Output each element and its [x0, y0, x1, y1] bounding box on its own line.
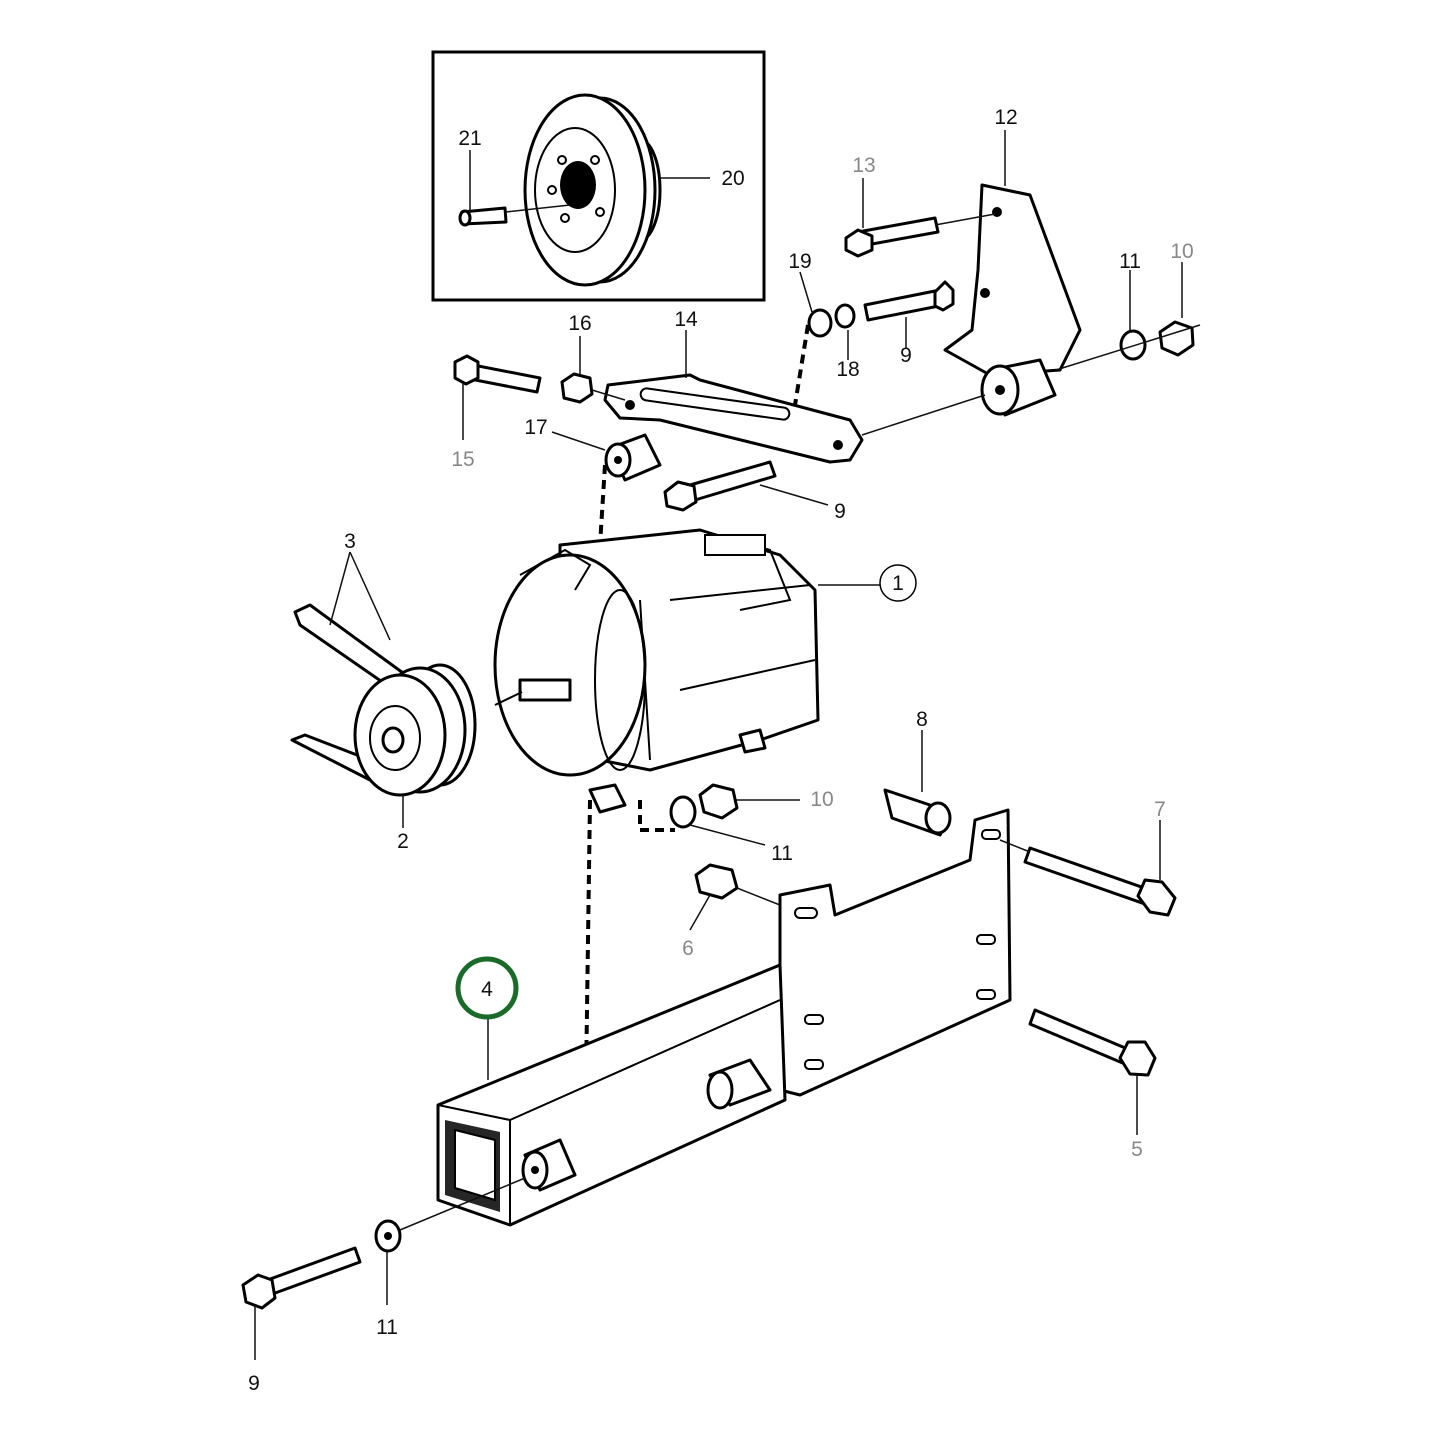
bolt-9-upper-drawing: 9 [863, 280, 955, 367]
bolt-9-lower-drawing: 9 [241, 1246, 362, 1395]
label-5: 5 [1131, 1138, 1143, 1161]
spacer-bracket-drawing [980, 358, 1057, 417]
label-2: 2 [397, 830, 409, 853]
washer-nut-middle-drawing: 10 11 [669, 783, 834, 865]
label-1-circle [879, 564, 917, 602]
bolt-7-drawing: 7 [999, 798, 1177, 917]
label-19: 19 [788, 250, 811, 273]
label-11-upper: 11 [1119, 250, 1141, 273]
label-14: 14 [674, 308, 698, 331]
label-11-lower: 11 [376, 1316, 398, 1339]
label-20: 20 [721, 167, 744, 190]
label-10-upper: 10 [1170, 240, 1193, 263]
mounting-plate-drawing [778, 808, 1012, 1097]
alternator-1-drawing: 1 [493, 528, 917, 814]
washer-11-lower-drawing: 11 [374, 1177, 526, 1339]
label-21: 21 [458, 127, 481, 150]
label-4: 4 [481, 978, 493, 1001]
label-17: 17 [524, 416, 547, 439]
bolt-9-middle-drawing: 9 [663, 460, 846, 523]
bolt-13-drawing: 13 [844, 154, 996, 258]
screw-21-drawing [458, 204, 571, 227]
spacer-17-drawing: 17 [524, 416, 662, 482]
spacer-8-drawing: 8 [883, 708, 952, 837]
label-6: 6 [682, 937, 694, 960]
label-3: 3 [344, 530, 356, 553]
label-16: 16 [568, 312, 591, 335]
label-10-middle: 10 [810, 788, 833, 811]
label-13: 13 [852, 154, 875, 177]
label-12: 12 [994, 106, 1017, 129]
label-7: 7 [1154, 798, 1166, 821]
label-9-lower: 9 [248, 1372, 260, 1395]
label-15: 15 [451, 448, 474, 471]
inset-box: 21 20 [431, 50, 766, 302]
bracket-4-drawing [436, 963, 787, 1227]
label-11-middle: 11 [771, 842, 793, 865]
pulley-2-drawing: 2 [353, 663, 477, 853]
bolt-15-nut-16-drawing: 15 16 [451, 312, 626, 471]
label-9-upper: 9 [900, 344, 912, 367]
washers-19-18-drawing: 19 18 [788, 250, 859, 381]
label-1: 1 [892, 572, 904, 595]
bracket-12-drawing: 12 [943, 106, 1082, 377]
label-8: 8 [916, 708, 928, 731]
bolt-5-drawing: 5 [1028, 1008, 1157, 1161]
label-9-middle: 9 [834, 500, 846, 523]
nut-6-drawing: 6 [682, 863, 781, 960]
adjusting-link-14-drawing: 14 [603, 308, 986, 464]
washer-nut-upper-right-drawing: 11 10 [1055, 240, 1201, 371]
label-4-highlight[interactable]: 4 [455, 956, 519, 1020]
label-18: 18 [836, 358, 859, 381]
pulley-20-drawing [523, 93, 662, 287]
